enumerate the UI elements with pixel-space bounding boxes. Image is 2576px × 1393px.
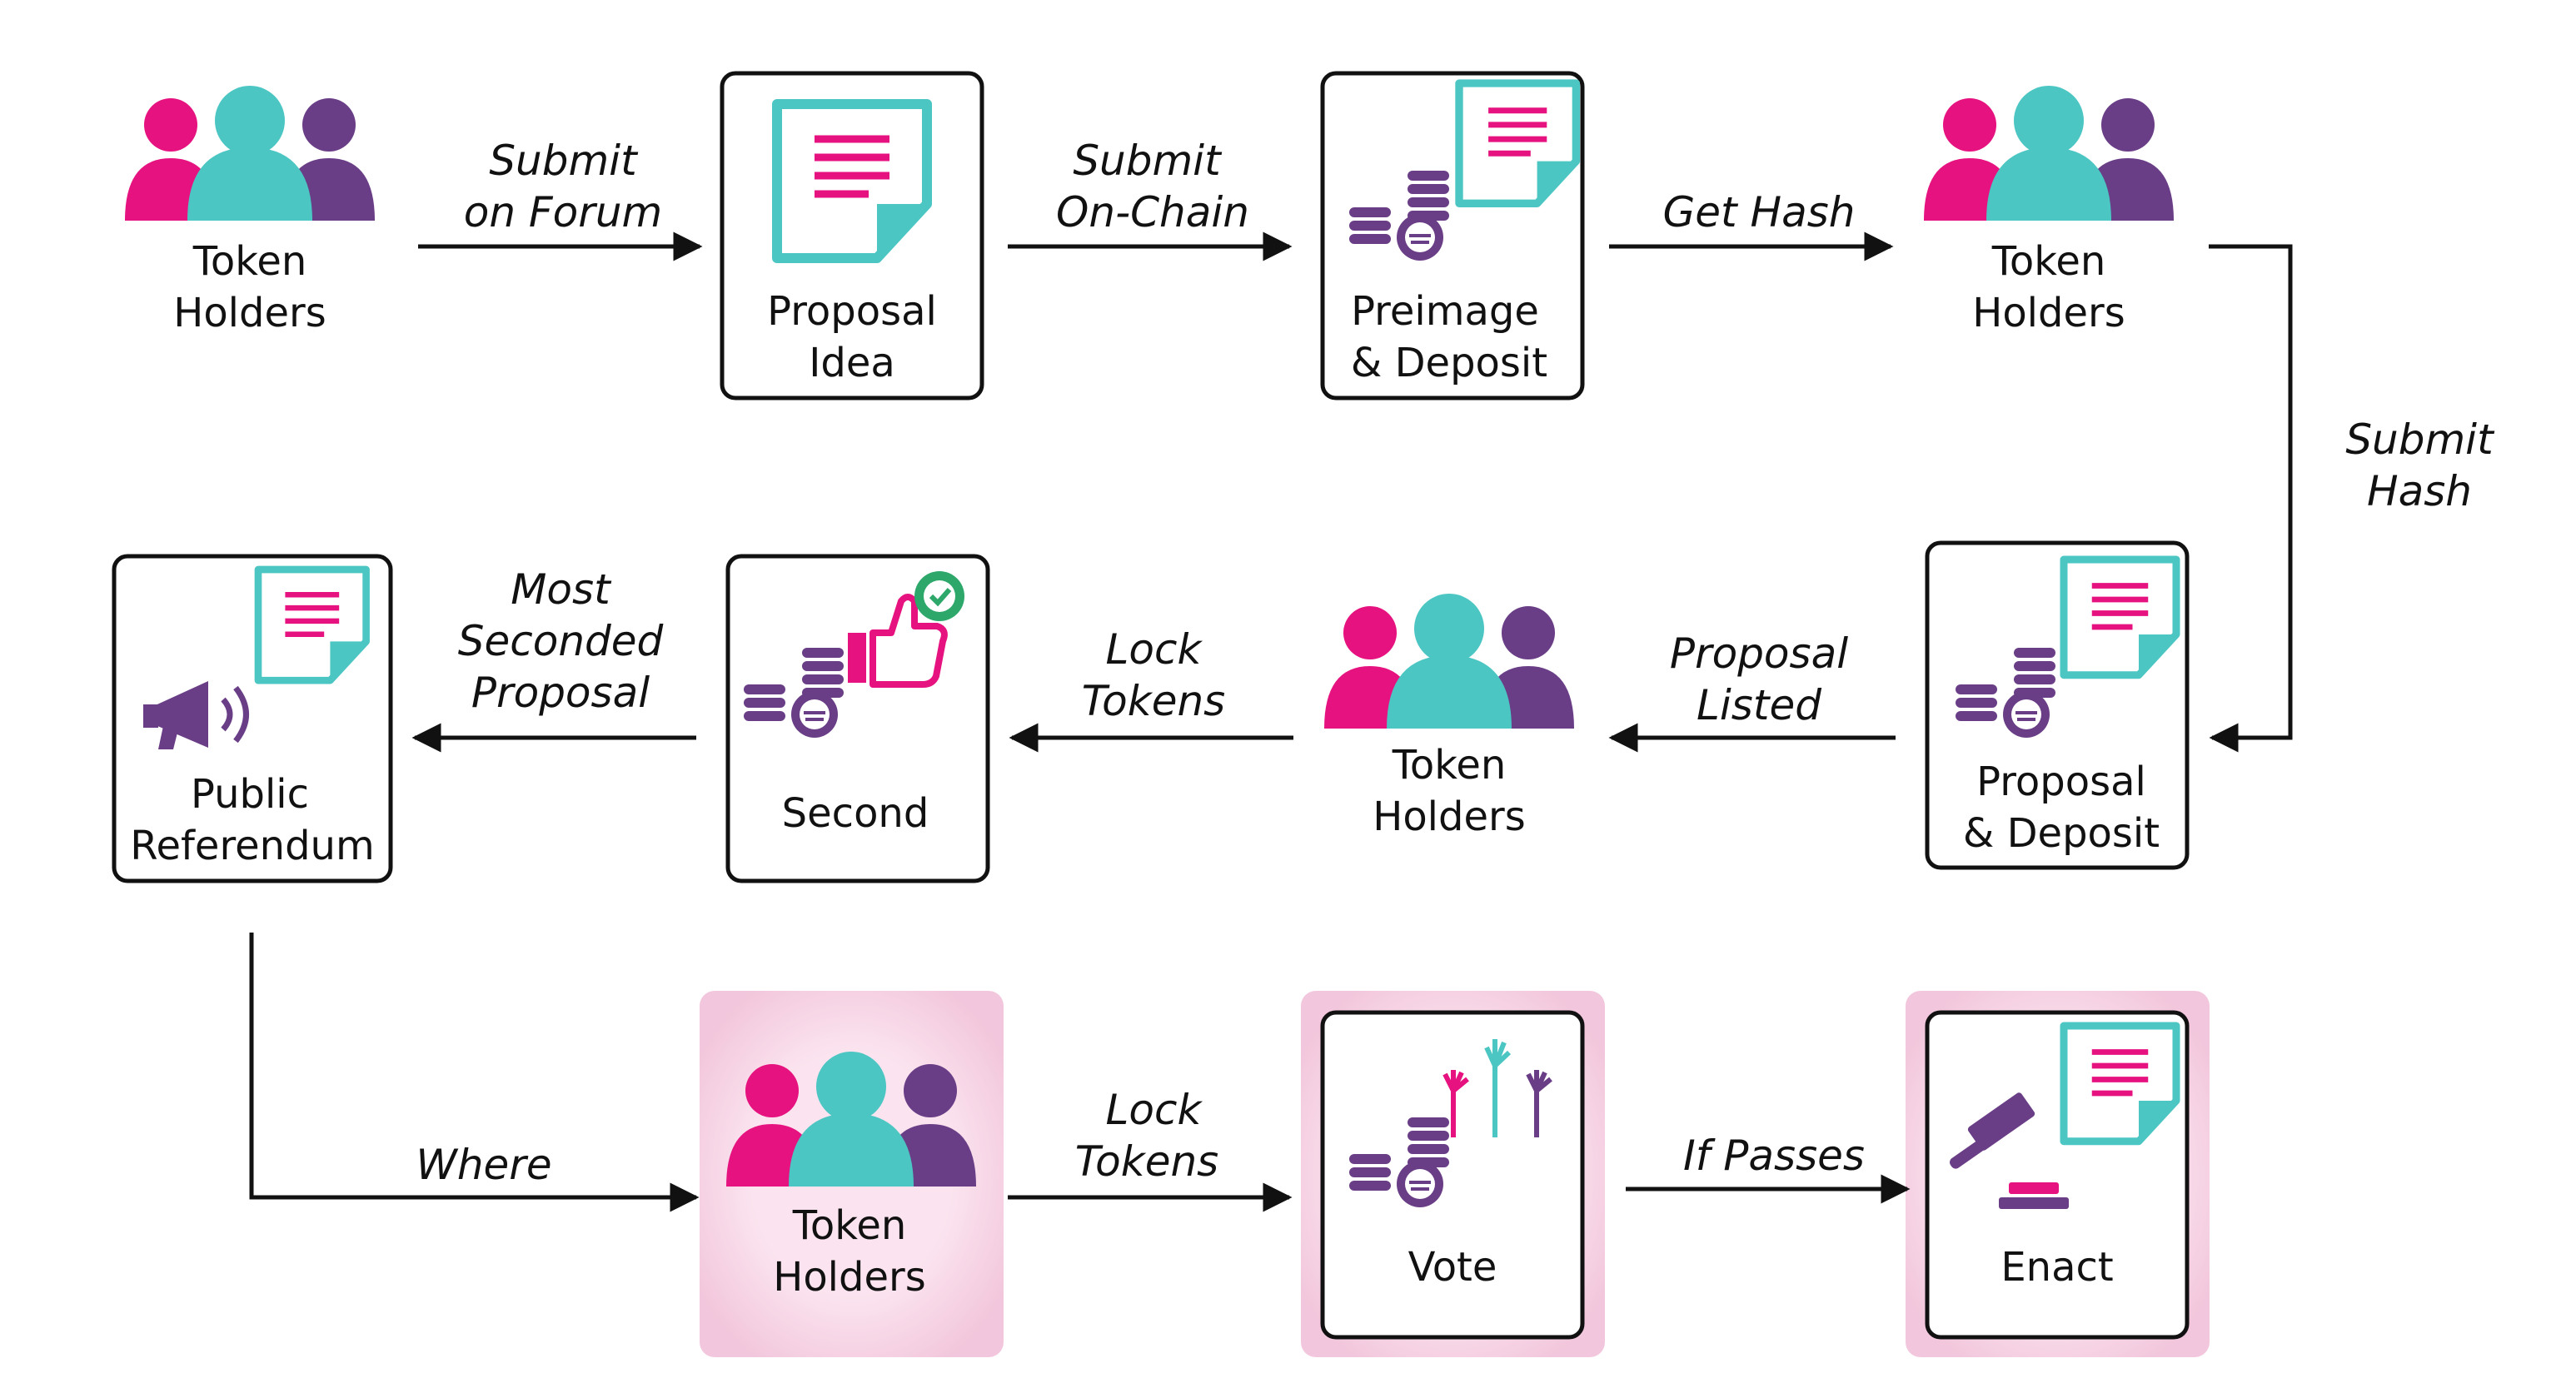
- edge-label: Hash: [2367, 467, 2472, 515]
- edge-label: If Passes: [1683, 1132, 1865, 1180]
- edge-label: Get Hash: [1663, 188, 1856, 236]
- edge-label: Proposal: [471, 669, 650, 717]
- people-icon: [1924, 86, 2174, 221]
- edge-label: Seconded: [458, 617, 664, 665]
- edge-label: Proposal: [1670, 629, 1848, 678]
- megaphone-icon: [143, 681, 249, 749]
- edge-label: On-Chain: [1056, 188, 1249, 236]
- box-vote: [1320, 1010, 1585, 1340]
- edge-label: Tokens: [1082, 677, 1225, 725]
- node-label: Proposal: [767, 288, 937, 335]
- node-label: & Deposit: [1351, 340, 1547, 386]
- edge-label: Submit: [1073, 137, 1223, 185]
- gavel-icon: [1950, 1092, 2069, 1209]
- document-icon: [777, 104, 927, 258]
- edge-label: Where: [416, 1141, 551, 1189]
- node-label: Holders: [1972, 290, 2125, 336]
- edge-label: Listed: [1697, 681, 1821, 729]
- document-icon: [1459, 83, 1576, 203]
- node-label: Holders: [1373, 794, 1526, 840]
- node-label: Token: [1991, 238, 2106, 285]
- thumbs-up-icon: [848, 594, 948, 688]
- edge-label: Lock: [1106, 625, 1203, 674]
- node-label: Referendum: [130, 823, 374, 869]
- node-label: Holders: [773, 1254, 926, 1301]
- edge-label: Lock: [1106, 1086, 1203, 1134]
- people-icon: [125, 86, 375, 221]
- node-label: Idea: [809, 340, 895, 386]
- node-label: Token: [192, 238, 307, 285]
- node-label: Vote: [1408, 1244, 1497, 1291]
- arrow-where: [249, 933, 700, 1212]
- document-icon: [2064, 1026, 2176, 1142]
- arrow-submit-hash: [2209, 244, 2293, 753]
- node-label: Enact: [2001, 1244, 2113, 1291]
- node-label: Preimage: [1351, 288, 1539, 335]
- edge-label: Tokens: [1075, 1137, 1218, 1186]
- edge-label: Submit: [2345, 415, 2495, 464]
- document-icon: [258, 570, 366, 680]
- edge-label: on Forum: [464, 188, 662, 236]
- node-label: Public: [191, 771, 309, 818]
- edge-label: Submit: [489, 137, 639, 185]
- node-label: Second: [782, 790, 929, 837]
- edge-label: Most: [511, 565, 612, 614]
- node-label: Token: [1392, 742, 1507, 789]
- node-label: Token: [792, 1202, 907, 1249]
- raised-hands-icon: [1442, 1039, 1552, 1137]
- node-label: & Deposit: [1963, 810, 2160, 857]
- people-icon: [1324, 594, 1574, 729]
- document-icon: [2064, 560, 2176, 675]
- node-label: Holders: [173, 290, 326, 336]
- node-label: Proposal: [1976, 759, 2146, 805]
- check-badge-icon: [914, 571, 964, 621]
